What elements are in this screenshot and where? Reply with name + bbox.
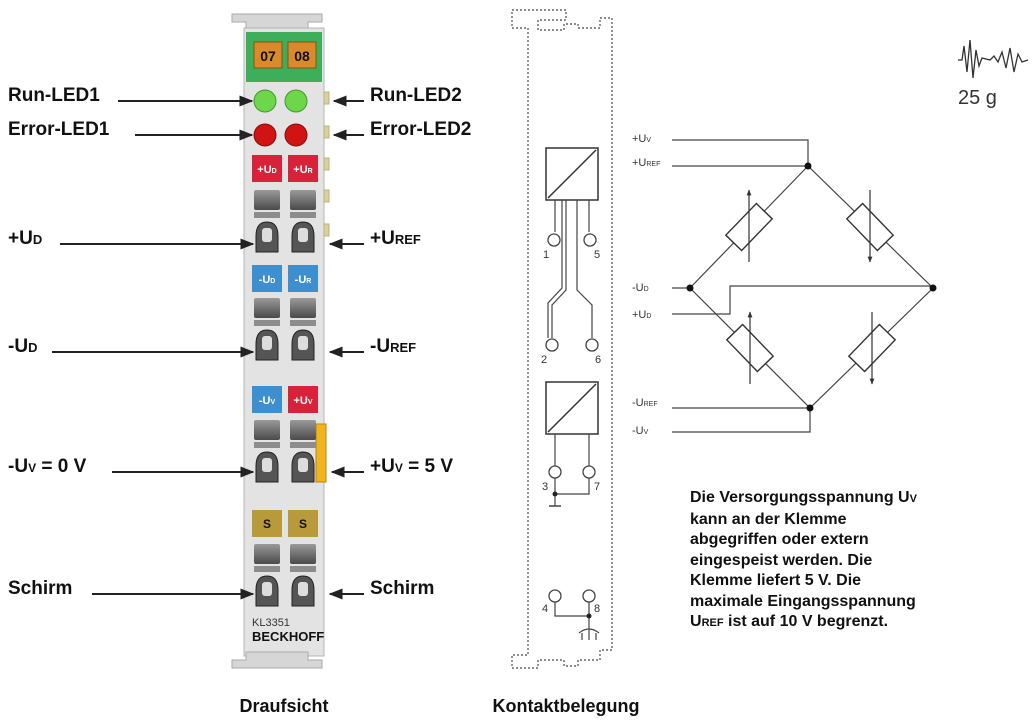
bridge-label-uref-plus: +UREF [632, 157, 660, 169]
tag-ud-minus [252, 265, 282, 292]
pin-8 [582, 589, 596, 603]
bridge-label-ud-plus: +UD [632, 309, 651, 321]
label-ud-minus: -UD [8, 336, 37, 357]
pin-number-5: 5 [594, 249, 600, 261]
pin-1 [547, 233, 561, 247]
pin-number-2: 2 [541, 354, 547, 366]
contact-assignment: 1 5 2 6 3 7 4 8 [511, 9, 613, 669]
pin-number-3: 3 [542, 481, 548, 493]
vibration-wave-icon [958, 39, 1029, 79]
label-schirm-right: Schirm [370, 578, 434, 599]
terminal-group-3 [254, 420, 316, 483]
tag-uref-plus [288, 155, 318, 182]
pin-4 [548, 589, 562, 603]
tag-uv-minus-label: -UV [259, 395, 276, 407]
bridge-label-uref-minus: -UREF [632, 397, 658, 409]
note-line-2: kann an der Klemme [690, 510, 847, 528]
label-schirm-left: Schirm [8, 578, 72, 599]
power-contact-tab [315, 423, 327, 483]
status-number-08: 08 [294, 48, 310, 64]
bridge-label-uv-plus: +UV [632, 133, 651, 145]
label-uv-zero: -UV = 0 V [8, 456, 87, 477]
housing-bottom-rail [231, 651, 323, 669]
label-uv-five: +UV = 5 V [370, 456, 453, 477]
note-line-5: Klemme liefert 5 V. Die [690, 572, 862, 589]
bridge-schematic: +UV +UREF -UD +UD -UREF -UV [632, 133, 937, 437]
pin-number-1: 1 [543, 249, 549, 261]
tag-uref-plus-label: +UR [293, 164, 312, 176]
pin-6 [585, 338, 599, 352]
status-box-07 [253, 41, 283, 69]
pin-5 [583, 233, 597, 247]
pin-2 [545, 338, 559, 352]
label-run-led1: Run-LED1 [8, 85, 100, 106]
label-uref-plus: +UREF [370, 228, 421, 249]
pin-number-7: 7 [594, 481, 600, 493]
run-led2 [284, 89, 308, 113]
label-uref-minus: -UREF [370, 336, 416, 357]
terminal-group-2 [254, 298, 316, 361]
supply-voltage-note: Die Versorgungsspannung UV kann an der K… [690, 488, 990, 634]
label-ud-plus: +UD [8, 228, 42, 249]
label-error-led2: Error-LED2 [370, 119, 471, 140]
tag-uv-plus [288, 386, 318, 413]
note-line-6: maximale Eingangsspannung [690, 592, 916, 610]
tag-uref-minus [288, 265, 318, 292]
tag-ud-plus [252, 155, 282, 182]
bridge-variable-arrows [746, 189, 875, 385]
weight-label: 25 g [958, 87, 997, 109]
tag-uv-minus [252, 386, 282, 413]
terminal-group-4 [254, 544, 316, 607]
weight-indicator: 25 g [958, 39, 1029, 109]
run-led1 [253, 89, 277, 113]
callouts: Run-LED1 Error-LED1 +UD -UD -UV = 0 V Sc… [8, 85, 471, 600]
caption-draufsicht: Draufsicht [239, 696, 328, 716]
brand-label: BECKHOFF [252, 629, 324, 644]
model-label: KL3351 [252, 617, 290, 629]
error-led2 [284, 123, 308, 147]
pin-number-4: 4 [542, 603, 548, 615]
tag-shield-left-label: S [263, 517, 271, 531]
tag-shield-right [288, 510, 318, 537]
bridge-label-ud-minus: -UD [632, 282, 649, 294]
ground-symbol [578, 628, 600, 640]
bridge-wires [672, 139, 934, 433]
error-led1 [253, 123, 277, 147]
note-line-7: UREF ist auf 10 V begrenzt. [690, 613, 889, 630]
tag-shield-left [252, 510, 282, 537]
tag-ud-plus-label: +UD [257, 164, 276, 176]
note-line-4: eingespeist werden. Die [690, 551, 873, 569]
pin-3 [548, 465, 562, 479]
note-line-3: abgegriffen oder extern [690, 531, 869, 548]
pin-number-6: 6 [595, 354, 601, 366]
side-latches [323, 91, 330, 237]
tag-ud-minus-label: -UD [259, 274, 276, 286]
label-error-led1: Error-LED1 [8, 119, 110, 140]
contact-outline [511, 9, 613, 669]
pin-7 [582, 465, 596, 479]
label-run-led2: Run-LED2 [370, 85, 462, 106]
bridge-label-uv-minus: -UV [632, 425, 649, 437]
pin-number-8: 8 [594, 603, 600, 615]
note-line-1: Die Versorgungsspannung UV [690, 489, 917, 506]
terminal-group-1 [254, 190, 316, 253]
tag-shield-right-label: S [299, 517, 307, 531]
caption-kontaktbelegung: Kontaktbelegung [493, 696, 640, 716]
status-box-08 [287, 41, 317, 69]
tag-uv-plus-label: +UV [293, 395, 312, 407]
tag-uref-minus-label: -UR [295, 274, 312, 286]
status-number-07: 07 [260, 48, 276, 64]
terminal-top-view: 07 08 +UD +UR -UD -UR -UV +UV S S [231, 13, 330, 669]
